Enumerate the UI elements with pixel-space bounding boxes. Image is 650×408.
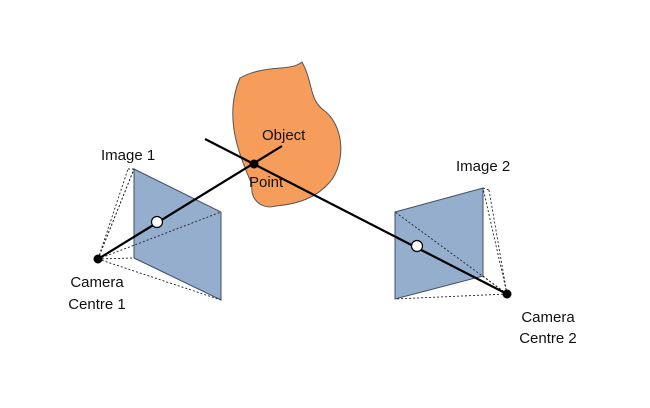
- camera-centre-2-dot: [502, 289, 512, 299]
- object-label: Object: [262, 127, 306, 144]
- image-2-label: Image 2: [456, 158, 511, 175]
- camera-centre-1-label-line2: Centre 1: [68, 296, 126, 313]
- image-1-label: Image 1: [101, 147, 156, 164]
- camera-centre-1-dot: [93, 254, 103, 264]
- image-plane-1: [133, 168, 222, 301]
- object-shape: [232, 61, 342, 208]
- projected-point-image-2: [410, 239, 424, 253]
- camera-centre-2-label-line1: Camera: [521, 309, 575, 326]
- camera-centre-1-label-line1: Camera: [70, 274, 124, 291]
- projected-point-image-1: [150, 215, 164, 229]
- camera-1-frustum: [97, 168, 222, 301]
- camera-centre-2-label-line2: Centre 2: [519, 330, 577, 347]
- object-point: [249, 159, 259, 169]
- point-label: Point: [249, 174, 284, 191]
